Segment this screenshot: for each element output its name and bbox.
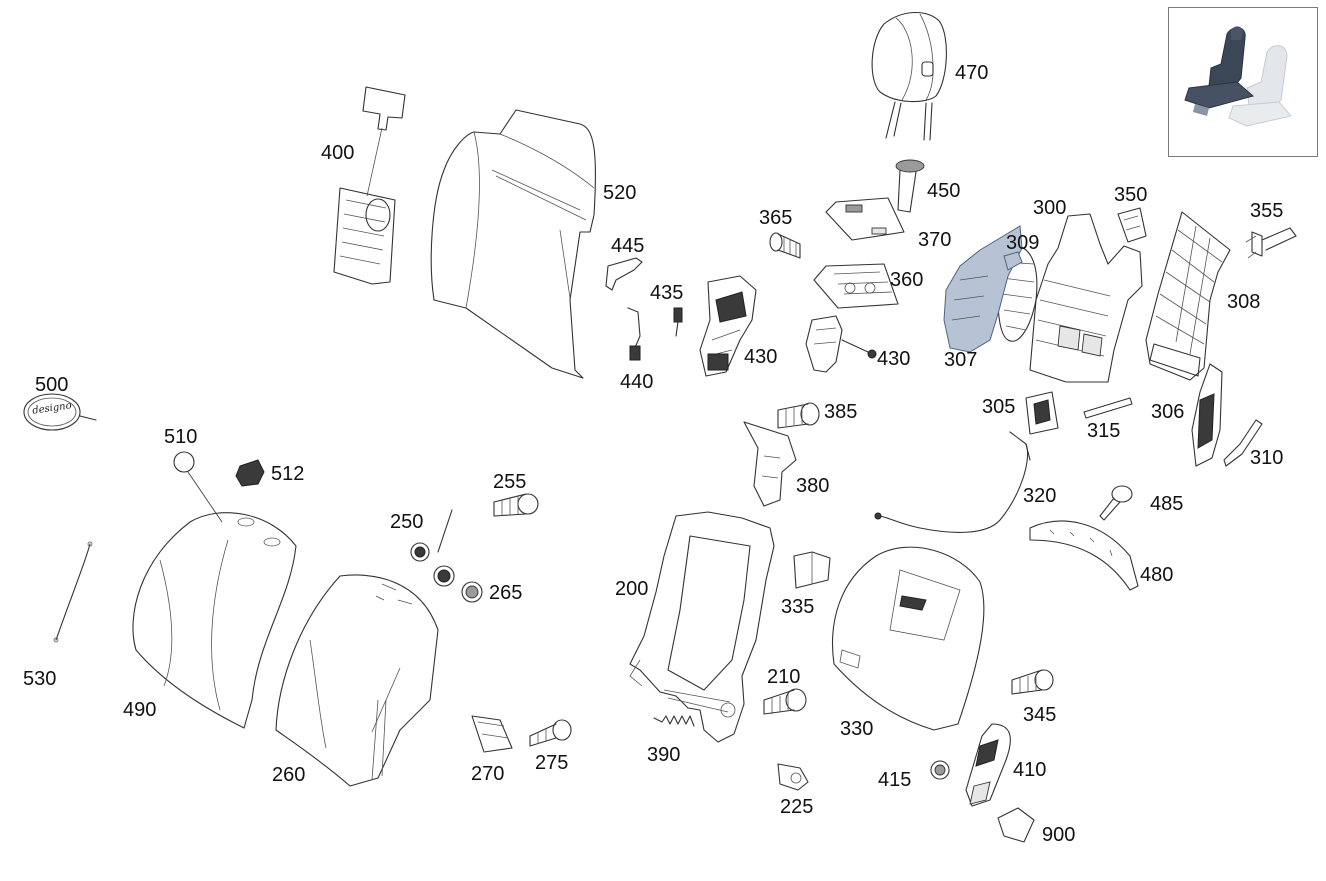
label-300: 300 [1033,197,1067,219]
part-305-module[interactable] [1025,391,1059,435]
label-315: 315 [1087,420,1121,442]
part-275-screw[interactable] [529,719,572,747]
label-307: 307 [944,349,978,371]
part-520-backrest-pad[interactable] [430,109,596,379]
label-490: 490 [123,699,157,721]
label-250: 250 [390,511,424,533]
part-345-screw[interactable] [1011,669,1054,695]
part-435-connector[interactable] [673,307,683,337]
part-308-rear-panel[interactable] [1145,211,1231,381]
label-370: 370 [918,229,952,251]
label-330: 330 [840,718,874,740]
part-350-clip[interactable] [1117,207,1147,243]
label-520: 520 [603,182,637,204]
label-430-left: 430 [744,346,778,368]
label-512: 512 [271,463,305,485]
label-265: 265 [489,582,523,604]
label-440: 440 [620,371,654,393]
part-415-knob[interactable] [930,760,950,780]
label-225: 225 [780,796,814,818]
part-480-trim-strip[interactable] [1029,520,1139,591]
label-400: 400 [321,142,355,164]
part-430-motor-right[interactable] [805,315,877,373]
label-390: 390 [647,744,681,766]
label-900: 900 [1042,824,1076,846]
label-435: 435 [650,282,684,304]
part-365-screw[interactable] [769,232,801,259]
part-355-rivet[interactable] [1245,227,1297,259]
label-410: 410 [1013,759,1047,781]
part-309-clip[interactable] [1003,251,1023,271]
part-210-screw[interactable] [763,688,807,715]
part-200-main-frame[interactable] [629,511,775,743]
label-365: 365 [759,207,793,229]
part-310-clip[interactable] [1223,419,1263,467]
label-308: 308 [1227,291,1261,313]
label-260: 260 [272,764,306,786]
label-510: 510 [164,426,198,448]
part-270-module[interactable] [471,715,513,753]
label-210: 210 [767,666,801,688]
label-500: 500 [35,374,69,396]
label-360: 360 [890,269,924,291]
part-385-screw[interactable] [777,402,820,429]
label-380: 380 [796,475,830,497]
part-335-clip[interactable] [793,551,831,589]
part-410-airbag-module[interactable] [965,723,1011,807]
part-450-guide-sleeve[interactable] [895,159,925,213]
label-385: 385 [824,401,858,423]
label-415: 415 [878,769,912,791]
part-320-cable[interactable] [874,431,1031,533]
label-470: 470 [955,62,989,84]
label-445: 445 [611,235,645,257]
label-480: 480 [1140,564,1174,586]
part-490-backrest-cover[interactable] [132,512,297,729]
part-255-screw[interactable] [493,493,539,517]
part-485-screw[interactable] [1099,485,1133,521]
label-309: 309 [1006,232,1040,254]
part-445-bracket[interactable] [605,257,643,291]
part-300-rear-frame[interactable] [997,213,1143,383]
seat-overview-icon [1184,26,1292,127]
label-485: 485 [1150,493,1184,515]
part-390-spring[interactable] [653,715,695,727]
label-350: 350 [1114,184,1148,206]
label-270: 270 [471,763,505,785]
part-440-cable[interactable] [627,307,641,361]
seat-overview-thumbnail[interactable] [1168,7,1318,157]
label-306: 306 [1151,401,1185,423]
label-450: 450 [927,180,961,202]
label-310: 310 [1250,447,1284,469]
part-225-nut[interactable] [777,763,809,791]
label-275: 275 [535,752,569,774]
part-315-rod[interactable] [1083,397,1133,419]
part-330-rear-shell[interactable] [831,546,985,731]
label-255: 255 [493,471,527,493]
label-305: 305 [982,396,1016,418]
label-430-right: 430 [877,348,911,370]
part-500-badge[interactable] [23,393,97,431]
part-400-lumbar-module[interactable] [333,86,406,285]
label-320: 320 [1023,485,1057,507]
part-250-speaker[interactable] [410,509,455,587]
label-530: 530 [23,668,57,690]
part-470-headrest[interactable] [871,12,947,141]
part-360-switch[interactable] [813,263,899,309]
part-430-motor-left[interactable] [699,275,757,377]
part-530-wire[interactable] [53,541,93,643]
part-510-cap[interactable] [173,451,223,523]
label-345: 345 [1023,704,1057,726]
label-200: 200 [615,578,649,600]
part-265-speaker-cover[interactable] [461,581,483,603]
part-306-side-panel[interactable] [1191,363,1223,467]
part-900-label[interactable] [997,807,1035,843]
part-307-side-trim[interactable] [943,225,1023,353]
label-335: 335 [781,596,815,618]
part-370-cover[interactable] [825,197,905,241]
label-355: 355 [1250,200,1284,222]
part-380-bracket[interactable] [743,421,797,507]
part-260-upholstery[interactable] [275,574,439,787]
part-512-connector[interactable] [235,459,265,487]
